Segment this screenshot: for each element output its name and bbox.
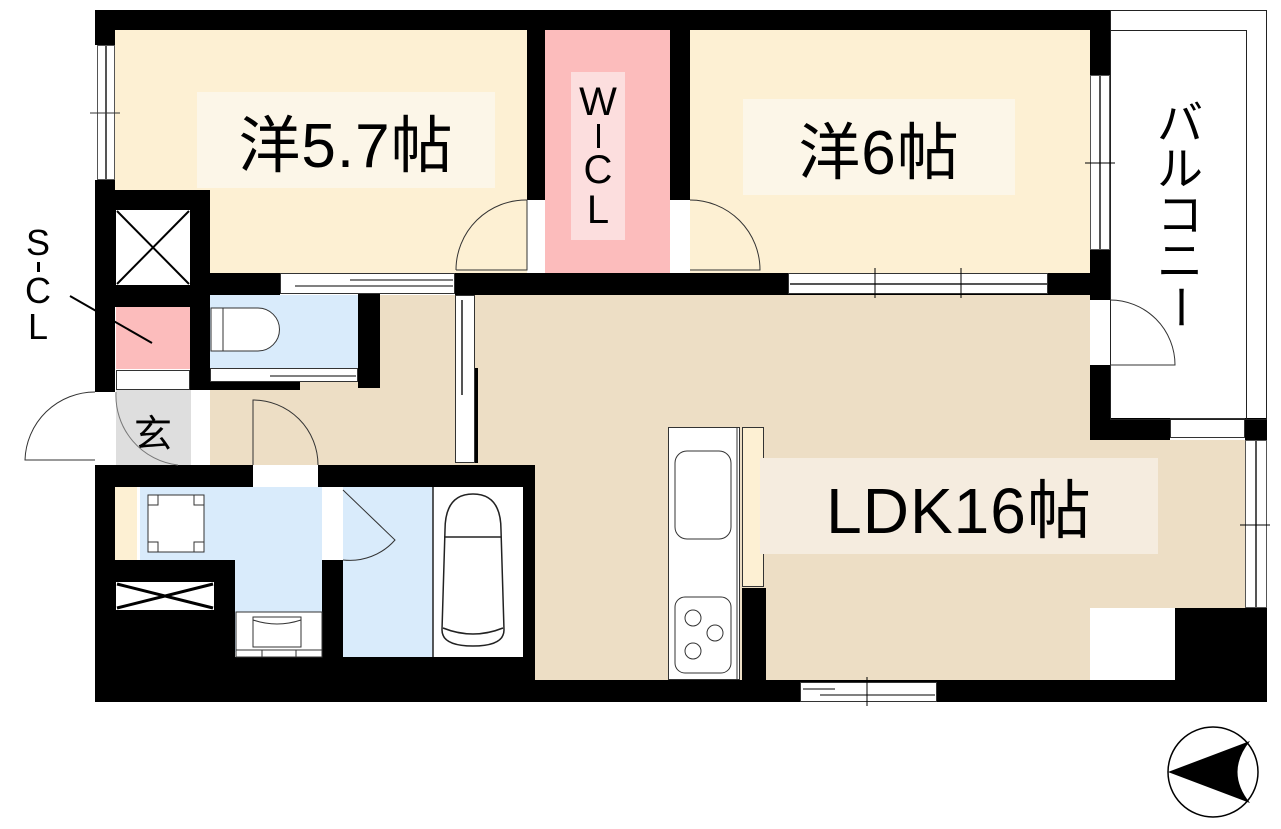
wall-ldk-corner-block	[1175, 608, 1267, 702]
balcony-label: バ ル コ ニ ー	[1154, 90, 1206, 340]
wall-toilet-top	[210, 273, 280, 295]
wall-wet-bottom	[235, 657, 535, 702]
balcony-outline	[1110, 10, 1267, 420]
western-room-1-label-text: 洋5.7帖	[238, 112, 454, 181]
balcony-char-5: ー	[1154, 284, 1206, 330]
wall-wic-right	[670, 10, 690, 200]
wall-top	[95, 10, 1110, 30]
wall-balcony-bottom	[1090, 418, 1170, 440]
western-room-1-label: 洋5.7帖	[197, 92, 495, 188]
hall-sliding-door[interactable]	[455, 295, 475, 463]
balcony-char-1: バ	[1157, 97, 1203, 149]
ldk-label-text: LDK16帖	[826, 475, 1092, 547]
scl-letter-s: S	[25, 222, 50, 263]
wall-right-mid	[1090, 250, 1110, 300]
wcl-letter-c: C	[583, 148, 613, 192]
window-ticks	[270, 162, 1270, 706]
western-room-2-label: 洋6帖	[743, 99, 1015, 195]
toilet-bowl-icon	[210, 307, 280, 352]
wcl-letter-w: W	[579, 80, 617, 124]
shoe-closet-floor	[116, 307, 191, 369]
wall-scl-right	[190, 275, 210, 390]
ldk-label: LDK16帖	[760, 458, 1158, 554]
wall-bath-divider	[322, 560, 343, 660]
wall-right-upper	[1090, 10, 1110, 75]
scl-leader-line	[69, 295, 153, 344]
toilet-sliding-door[interactable]	[210, 368, 358, 382]
wcl-letter-l: L	[586, 188, 610, 232]
shoe-closet-label: S C L	[18, 225, 58, 345]
closet-door-room1[interactable]	[280, 273, 455, 294]
bathtub-icon	[432, 487, 505, 657]
balcony-char-2: ル	[1157, 143, 1203, 195]
wall-corner	[1245, 418, 1267, 440]
scl-divider	[36, 262, 40, 272]
shoe-closet-door[interactable]	[116, 370, 190, 390]
entrance-door-frame[interactable]	[95, 392, 115, 465]
wcl-divider	[596, 124, 600, 148]
scl-letter-c: C	[25, 270, 51, 311]
north-arrow-icon	[1167, 726, 1259, 818]
wall-left-upper	[95, 10, 115, 45]
wall-left-mid	[95, 180, 115, 392]
wall-toilet-right	[358, 288, 380, 388]
wall-kitchen-back	[742, 588, 766, 683]
balcony-inner-outline	[1110, 30, 1247, 420]
hallway-floor-2	[535, 460, 670, 680]
ldk-window-bottom[interactable]	[800, 682, 937, 702]
entrance-floor	[116, 390, 191, 465]
walk-in-closet-label: W C L	[571, 72, 625, 240]
bathroom-floor	[343, 487, 433, 657]
wall-wic-left	[527, 10, 545, 200]
kitchen-stove-icon	[674, 596, 732, 674]
entrance-label-text: 玄	[133, 413, 172, 456]
washroom-shelf	[115, 487, 137, 560]
bath-door-frame[interactable]	[322, 487, 343, 560]
balcony-char-4: ニ	[1157, 235, 1203, 287]
balcony-char-3: コ	[1157, 189, 1203, 241]
balcony-window[interactable]	[1170, 418, 1245, 438]
kitchen-sink-icon	[674, 427, 738, 680]
entrance-label: 玄	[120, 400, 186, 460]
door-arcs	[24, 199, 1176, 561]
pipe-space-x	[116, 210, 214, 610]
western-room-2-label-text: 洋6帖	[798, 119, 960, 188]
wash-basin-icon	[235, 611, 323, 658]
wall-toilet-bottom	[210, 382, 300, 390]
washing-machine-pan-icon	[147, 494, 205, 553]
wall-wet-right	[523, 465, 535, 702]
scl-letter-l: L	[27, 306, 49, 347]
washroom-door[interactable]	[253, 465, 318, 487]
